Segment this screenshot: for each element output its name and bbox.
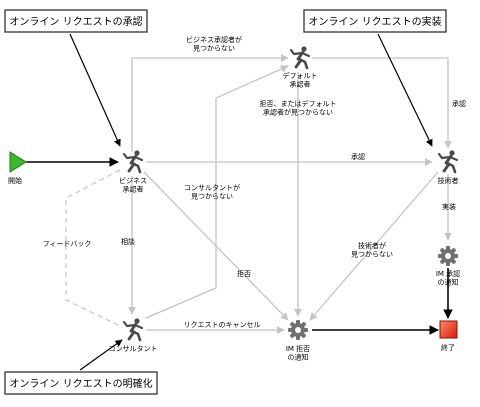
label-implement: 実装 — [442, 202, 456, 211]
callout-clarify-text: オンライン リクエストの明確化 — [9, 377, 152, 390]
label-reject-default-not-found: 拒否、またはデフォルト承認者が見つからない — [260, 99, 337, 117]
edge-consultant-to-default — [145, 65, 289, 319]
label-approve-mid: 承認 — [351, 152, 365, 161]
pointer-approve — [69, 33, 121, 147]
edge-business-to-default — [131, 54, 289, 152]
node-consultant[interactable]: コンサルタント — [109, 316, 158, 353]
node-technician-label: 技術者 — [438, 176, 459, 185]
node-start[interactable]: 開始 — [8, 151, 27, 185]
gear-icon — [438, 246, 458, 266]
callout-implement-text: オンライン リクエストの実装 — [308, 15, 441, 28]
green-start-arrow-icon — [9, 151, 27, 173]
callout-approve: オンライン リクエストの承認 — [4, 9, 148, 33]
gear-icon — [288, 320, 308, 340]
edge-business-to-reject — [143, 171, 289, 321]
label-consultant-not-found: コンサルタントが見つからない — [184, 183, 240, 201]
callout-clarify: オンライン リクエストの明確化 — [4, 371, 158, 395]
edges — [26, 54, 453, 335]
callout-approve-text: オンライン リクエストの承認 — [9, 15, 142, 28]
node-business-label: ビジネス承認者 — [119, 176, 147, 194]
edge-labels: ビジネス承認者が見つからない 拒否、またはデフォルト承認者が見つからない 承認 … — [43, 35, 466, 329]
running-person-icon — [122, 148, 144, 174]
node-im-reject-label: IM 拒否の通知 — [286, 344, 310, 362]
node-end-label: 終了 — [441, 343, 455, 352]
node-end[interactable]: 終了 — [439, 320, 458, 352]
pointer-clarify — [79, 339, 123, 371]
red-end-square-icon — [439, 320, 458, 339]
callout-implement: オンライン リクエストの実装 — [303, 9, 447, 33]
label-reject: 拒否 — [237, 269, 251, 278]
node-technician[interactable]: 技術者 — [437, 148, 459, 185]
node-im-reject[interactable]: IM 拒否の通知 — [286, 320, 310, 362]
edge-feedback — [65, 169, 121, 327]
label-consult: 相談 — [121, 237, 135, 246]
node-im-approve[interactable]: IM 承認の通知 — [436, 246, 460, 287]
node-start-label: 開始 — [8, 176, 22, 185]
edge-technician-to-reject — [309, 171, 439, 321]
running-person-icon — [437, 148, 459, 174]
node-default[interactable]: デフォルト承認者 — [283, 45, 318, 89]
label-feedback: フィードバック — [43, 240, 92, 248]
node-business[interactable]: ビジネス承認者 — [119, 148, 147, 194]
edge-default-to-technician — [312, 57, 452, 149]
running-person-icon — [289, 45, 311, 70]
node-consultant-label: コンサルタント — [109, 344, 158, 353]
label-tech-not-found: 技術者が見つからない — [351, 241, 393, 259]
running-person-icon — [122, 316, 144, 342]
label-biz-not-found: ビジネス承認者が見つからない — [186, 35, 242, 53]
label-approve-top: 承認 — [452, 99, 466, 108]
callout-pointers — [69, 33, 433, 371]
node-default-label: デフォルト承認者 — [283, 71, 318, 89]
node-im-approve-label: IM 承認の通知 — [436, 269, 460, 287]
pointer-implement — [377, 33, 433, 147]
label-cancel-request: リクエストのキャンセル — [184, 321, 261, 329]
